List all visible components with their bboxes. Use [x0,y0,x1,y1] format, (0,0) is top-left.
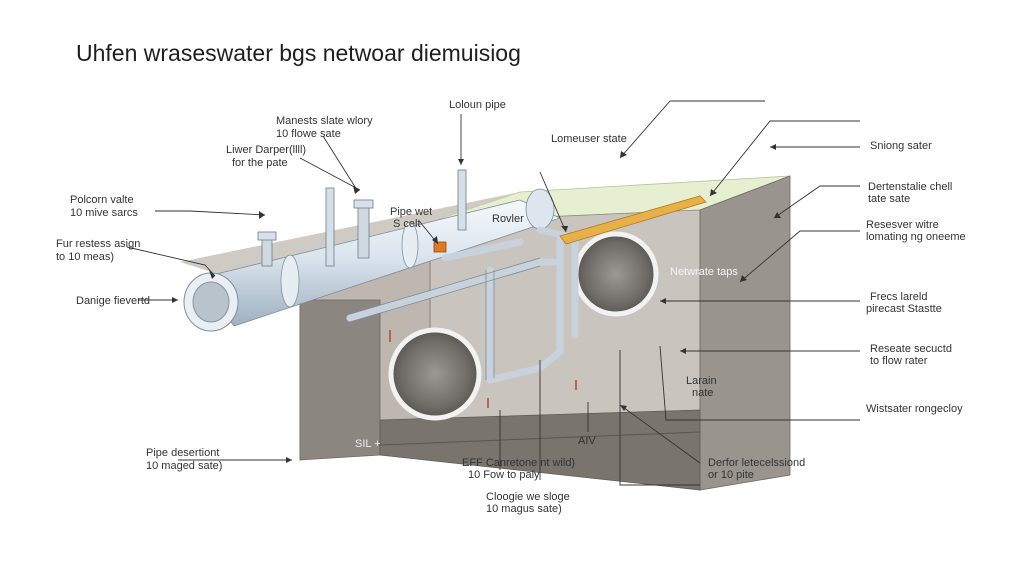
main-pipe [183,188,562,332]
trench-left-face [299,299,381,461]
riser-pipes [257,169,467,267]
label-sil: SIL + [355,438,381,450]
label-eff-canretone: EFF Canretone nt wild)10 Fow to paly [462,457,575,481]
orange-valve [433,241,447,253]
label-danige-fievertd: Danige fievertd [76,295,150,307]
arrowheads [172,144,781,463]
label-aiv: AIV [578,435,596,447]
label-netwrate-taps: Netwrate taps [670,266,738,278]
label-wistsater-rongecloy: Wistsater rongecloy [866,403,963,415]
label-rovler: Rovler [492,213,524,225]
label-liwer-darper: Liwer Darper(llll)for the pate [226,144,306,169]
accent-pipe [559,195,707,245]
diagram-title: Uhfen wraseswater bgs netwoar diemuisiog [76,40,521,66]
left-chamber-opening [388,327,482,421]
marker-ticks [389,330,577,408]
label-sniong-sater: Sniong sater [870,140,932,152]
secondary-pipe-outlines [349,257,541,380]
leader-lines [126,100,860,486]
label-lomeuser-state: Lomeuser state [551,133,627,145]
right-chamber-opening [573,231,659,317]
label-loloun-pipe: Loloun pipe [449,99,506,111]
trench-right-wall [699,175,791,491]
